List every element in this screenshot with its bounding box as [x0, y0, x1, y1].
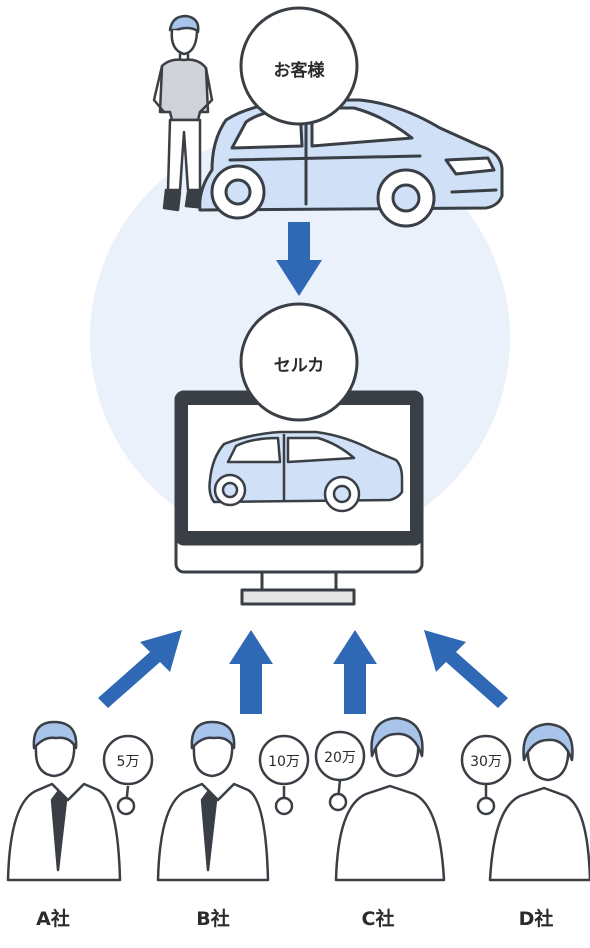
down-arrow	[276, 222, 322, 296]
company-d-label: D社	[518, 908, 554, 930]
paddle-b	[258, 734, 310, 816]
company-c-label: C社	[361, 908, 395, 930]
bid-a: 5万	[116, 754, 140, 770]
customer-label-circle	[239, 6, 359, 126]
bid-c: 20万	[324, 750, 356, 766]
paddle-c	[314, 730, 366, 812]
person-b-illustration	[156, 720, 270, 882]
bid-b: 10万	[268, 754, 300, 770]
arrow-d	[424, 630, 508, 708]
person-d-illustration	[488, 722, 590, 882]
person-c-illustration	[334, 716, 446, 882]
monitor-car-illustration	[208, 430, 404, 513]
arrow-b	[229, 630, 273, 714]
arrow-a	[98, 630, 182, 708]
platform-label-circle	[239, 302, 359, 422]
paddle-d	[460, 734, 512, 816]
person-a-illustration	[6, 720, 122, 882]
platform-label: セルカ	[273, 356, 325, 376]
paddle-a	[102, 734, 154, 816]
bid-d: 30万	[470, 754, 502, 770]
customer-car-illustration	[198, 98, 504, 228]
customer-label: お客様	[273, 61, 325, 81]
company-a-label: A社	[36, 908, 70, 930]
arrow-c	[333, 630, 377, 714]
customer-person-illustration	[152, 14, 214, 212]
company-b-label: B社	[196, 908, 230, 930]
